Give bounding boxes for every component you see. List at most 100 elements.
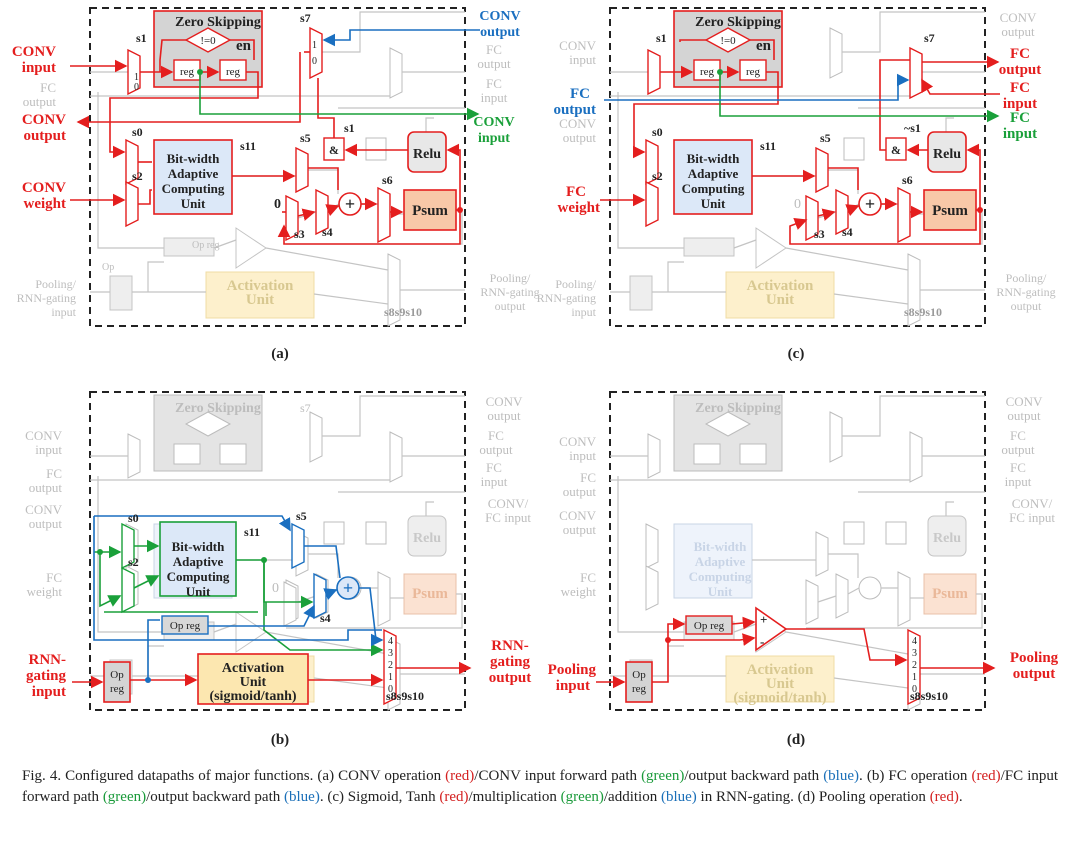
s2-label-b: s2 <box>128 555 139 569</box>
s3-label-a: s3 <box>294 227 305 241</box>
s3-label-c: s3 <box>814 227 825 241</box>
caption-b: . (b) FC operation <box>859 768 968 784</box>
s1-label-a: s1 <box>136 31 147 45</box>
bacu-label3-a: Computing <box>162 181 225 196</box>
fc-weight-label1-c: FC <box>566 184 586 200</box>
s5-label-c: s5 <box>820 131 831 145</box>
op-label-b: Op <box>110 669 124 681</box>
fc-weight-label2-b: weight <box>27 584 63 599</box>
bacu-label4-a: Unit <box>181 196 206 211</box>
conv-out-label1-c: CONV <box>1000 10 1037 25</box>
reg-label-c1: reg <box>700 66 715 78</box>
caption-out-bwd-2: /output backward path <box>146 789 281 805</box>
zero-skipping-label-b: Zero Skipping <box>175 401 261 416</box>
s0-label-c: s0 <box>652 125 663 139</box>
adder-label-a: + <box>345 194 355 214</box>
caption-c: . (c) Sigmoid, Tanh <box>319 789 436 805</box>
figure-caption: Fig. 4. Configured datapaths of major fu… <box>22 766 1058 808</box>
panel-c-label: (c) <box>788 346 805 362</box>
pool-out-label3-a: output <box>495 299 526 313</box>
reg-label-b: reg <box>110 683 125 695</box>
conv-input-label2-b: input <box>35 442 62 457</box>
bacu-label4-c: Unit <box>701 196 726 211</box>
s11-label-a: s11 <box>240 139 256 153</box>
conv-input-label2-c: input <box>569 52 596 67</box>
bacu-label2-d: Adaptive <box>695 554 746 569</box>
conv-output-label1-c: CONV <box>559 116 596 131</box>
panel-a-label: (a) <box>271 346 289 362</box>
psum-label-d: Psum <box>932 586 968 602</box>
reg-label-c2: reg <box>746 66 761 78</box>
psum-label-c: Psum <box>932 203 968 219</box>
opreg-label-a: Op reg <box>192 240 220 251</box>
pool-out-label2-a: RNN-gating <box>480 285 539 299</box>
fc-weight-label2-d: weight <box>561 584 597 599</box>
s7-label-b: s7 <box>300 401 311 415</box>
s11-label-b: s11 <box>244 525 260 539</box>
s6-label-c: s6 <box>902 173 913 187</box>
conv-output-label2-c: output <box>563 130 597 145</box>
rnn-out-label3-b: output <box>489 670 532 686</box>
bacu-label1-d: Bit-width <box>694 539 748 554</box>
fc-weight-label1-b: FC <box>46 570 62 585</box>
ns1-label-c: ~s1 <box>904 121 921 135</box>
mux-1-b: 1 <box>388 672 393 683</box>
caption-rnn: in RNN-gating. (d) Pooling operation <box>700 789 926 805</box>
conv-out-label2-b: output <box>487 408 521 423</box>
zero-skipping-label-c: Zero Skipping <box>695 15 781 30</box>
pool-in-label1-c: Pooling/ <box>555 277 596 291</box>
en-label-a: en <box>236 38 252 54</box>
mux-2-b: 2 <box>388 660 393 671</box>
panel-d-label: (d) <box>787 732 805 748</box>
mux-4-b: 4 <box>388 636 393 647</box>
conv-output-label1-b: CONV <box>25 502 62 517</box>
conv-weight-label1-a: CONV <box>22 180 66 196</box>
mux-s7-0-a: 0 <box>312 56 317 67</box>
relu-label-a: Relu <box>413 147 441 162</box>
rnn-in-label1-b: RNN- <box>29 652 67 668</box>
mux-2-d: 2 <box>912 660 917 671</box>
fc-output-label2-d: output <box>563 484 597 499</box>
psum-label-a: Psum <box>412 203 448 219</box>
caption-fig: Fig. 4. <box>22 768 62 784</box>
pool-in-label2-a: RNN-gating <box>17 291 76 305</box>
mux-1-d: 1 <box>912 672 917 683</box>
conv-out-label1-a: CONV <box>479 9 520 24</box>
caption-red-1: (red) <box>445 768 475 784</box>
caption-blue-2: (blue) <box>284 789 320 805</box>
fc-in-label2-b: input <box>481 474 508 489</box>
caption-conv-in: /CONV input forward path <box>474 768 637 784</box>
act-label1-b: Activation <box>222 661 284 676</box>
s8910-label-d: s8s9s10 <box>910 689 948 703</box>
s2-label-a: s2 <box>132 169 143 183</box>
fc-output-label1-d: FC <box>580 470 596 485</box>
fc-weight-label2-c: weight <box>558 200 601 216</box>
conv-input-label1-c: CONV <box>559 38 596 53</box>
s7-label-a: s7 <box>300 11 311 25</box>
pool-in-label2-d: input <box>556 678 590 694</box>
bacu-label1-a: Bit-width <box>167 151 221 166</box>
act-label2-a: Unit <box>246 292 274 308</box>
s8910-label-b: s8s9s10 <box>386 689 424 703</box>
zero-const-a: 0 <box>274 197 281 212</box>
bacu-label2-a: Adaptive <box>168 166 219 181</box>
conv-weight-label2-a: weight <box>24 196 67 212</box>
caption-red-3: (red) <box>439 789 469 805</box>
pool-out-label2-d: output <box>1013 666 1056 682</box>
fc-output-label2-a: output <box>23 94 57 109</box>
s7-label-c: s7 <box>924 31 935 45</box>
bacu-label2-c: Adaptive <box>688 166 739 181</box>
pool-in-label3-a: input <box>51 305 76 319</box>
relu-label-c: Relu <box>933 147 961 162</box>
conv-in-label1-a: CONV <box>473 115 514 130</box>
convfc-in-label2-b: FC input <box>485 510 531 525</box>
s8910-label-a: s8s9s10 <box>384 305 422 319</box>
zero-const-b: 0 <box>272 581 279 596</box>
s11-label-c: s11 <box>760 139 776 153</box>
s1b-label-a: s1 <box>344 121 355 135</box>
caption-mult: /multiplication <box>468 789 557 805</box>
act-label2-d: Unit <box>766 676 794 692</box>
rnn-in-label2-b: gating <box>26 668 67 684</box>
panel-a-conv: Zero Skipping !=0 en reg reg Bit-width A… <box>12 7 540 362</box>
act-label3-d: (sigmoid/tanh) <box>733 690 826 706</box>
